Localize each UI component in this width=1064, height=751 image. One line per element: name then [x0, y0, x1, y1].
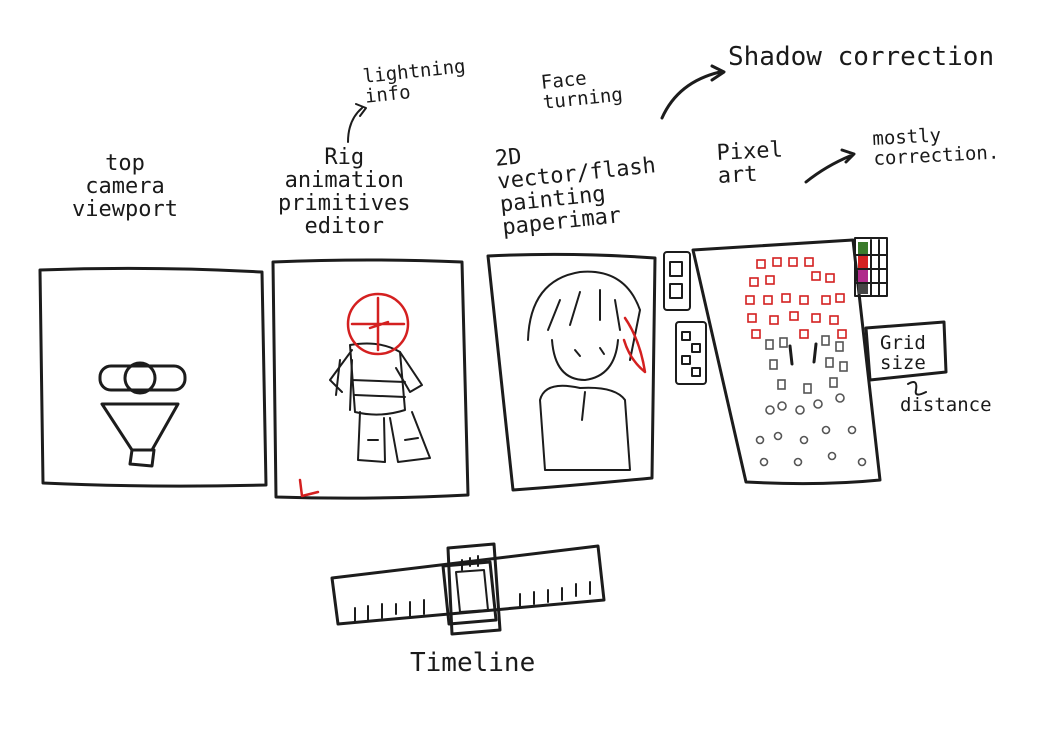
- rig-character: [329, 342, 431, 463]
- panel-camera-viewport: [38, 266, 268, 488]
- label-mostly-correction: mostly correction.: [871, 124, 1000, 170]
- label-top-camera-viewport: top camera viewport: [72, 151, 178, 223]
- arrow-shadow: [660, 64, 726, 120]
- panel-rig-editor: [271, 258, 470, 500]
- grid-size-box: [864, 320, 948, 382]
- timeline-widget[interactable]: [330, 542, 606, 636]
- label-timeline: Timeline: [410, 648, 536, 678]
- pixel-art-preview: [745, 257, 867, 467]
- distance-tilde-icon: [907, 381, 927, 396]
- panel-pixel-art: [691, 238, 882, 486]
- label-pixel-art: Pixel art: [715, 137, 784, 190]
- color-palette: [854, 237, 888, 297]
- timeline-playhead[interactable]: [441, 542, 502, 636]
- arrow-mostly: [804, 148, 856, 184]
- panel-vector-painting: [486, 252, 657, 492]
- label-distance: distance: [900, 394, 992, 416]
- label-shadow-correction: Shadow correction: [728, 42, 995, 72]
- arrow-lightning: [347, 103, 367, 143]
- camera-icon: [98, 361, 187, 468]
- vector-tool-strip: [663, 251, 707, 385]
- label-vector-flash: 2D vector/flash painting paperimar: [493, 144, 658, 241]
- label-rig-animation: Rig animation primitives editor: [278, 145, 411, 240]
- label-grid-size: Grid size: [880, 332, 926, 374]
- anime-portrait: [527, 270, 647, 471]
- label-face-turning: Face turning: [539, 67, 624, 114]
- rig-red-target-icon: [346, 292, 410, 356]
- axis-marker-icon: [298, 478, 320, 498]
